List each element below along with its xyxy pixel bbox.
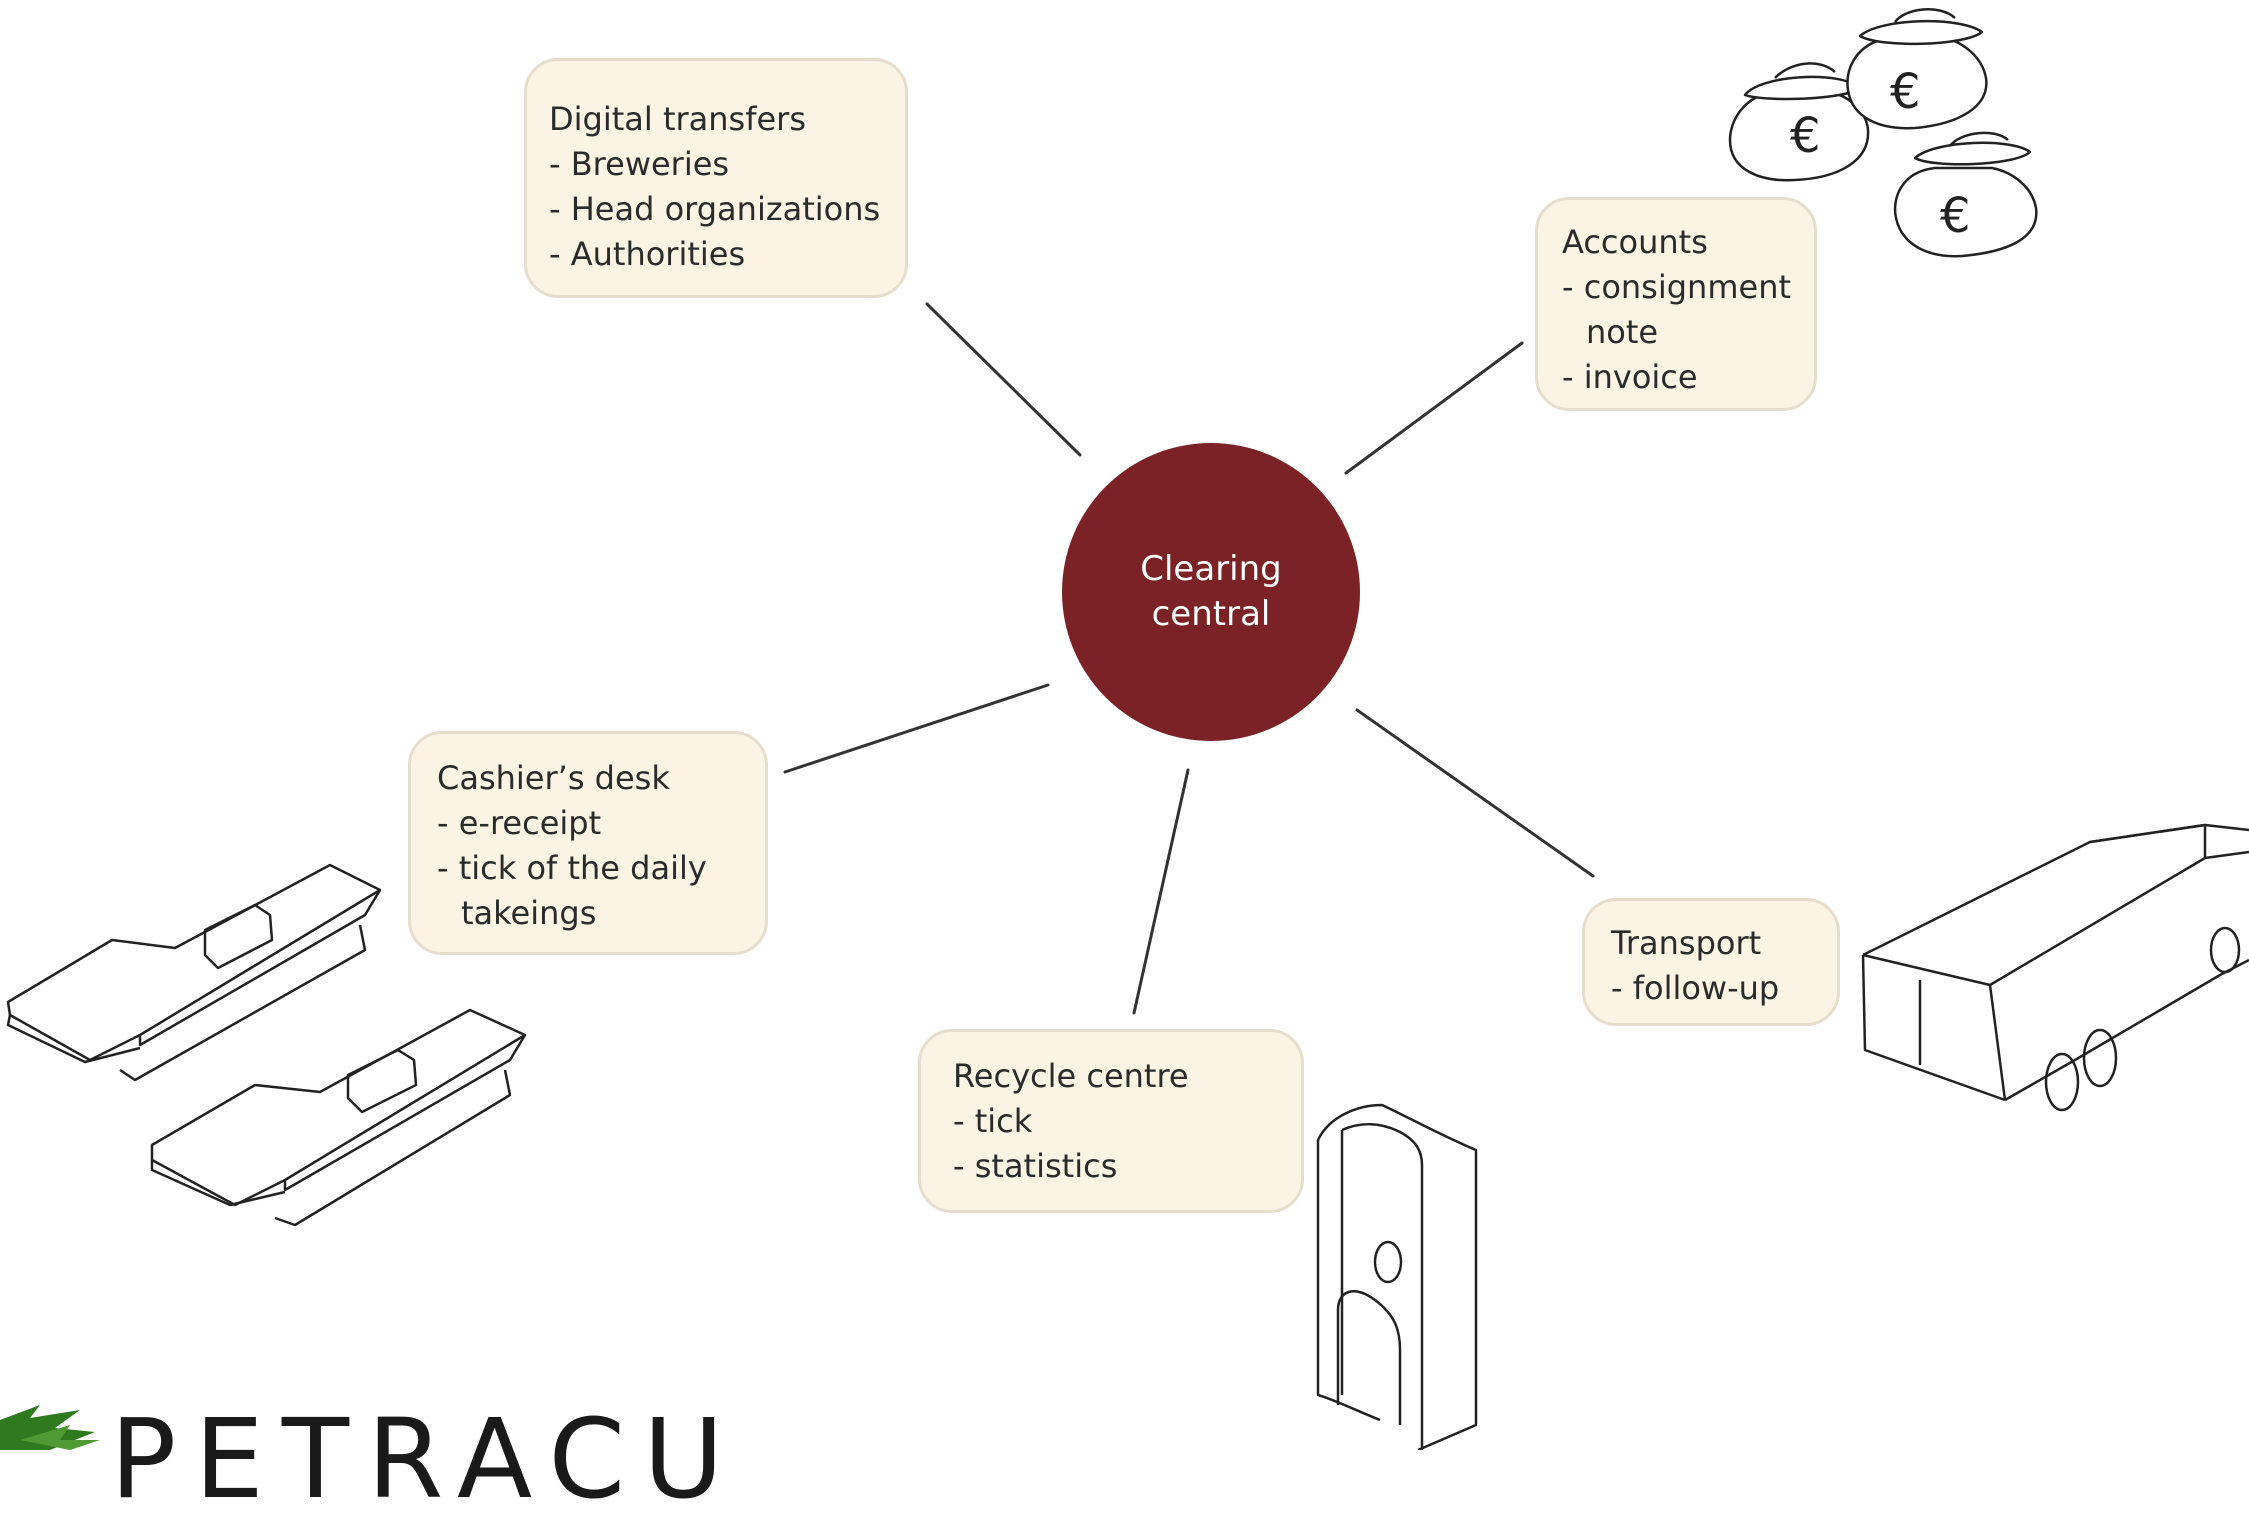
node-item: - Head organizations — [549, 190, 881, 228]
node-item: - follow-up — [1611, 969, 1780, 1007]
hub-label-line1: Clearing — [1140, 549, 1282, 589]
connector-cashier — [783, 683, 1050, 774]
node-item: - invoice — [1562, 358, 1698, 396]
logo-wordmark: PETRACU — [110, 1395, 742, 1523]
node-title: Digital transfers — [549, 100, 806, 138]
diagram-canvas: Digital transfers - Breweries - Head org… — [0, 8, 2249, 1514]
node-recycle-centre: Recycle centre - tick - statistics — [918, 1029, 1304, 1213]
node-transport: Transport - follow-up — [1582, 898, 1840, 1026]
connector-recycle — [1132, 768, 1190, 1015]
svg-text:€: € — [1790, 108, 1821, 164]
node-item: - Breweries — [549, 145, 730, 183]
svg-text:€: € — [1890, 64, 1921, 120]
svg-text:€: € — [1940, 188, 1971, 244]
node-item: - tick of the daily — [437, 849, 707, 887]
node-title: Accounts — [1562, 223, 1708, 261]
petracu-leaf-logo-icon — [0, 1405, 100, 1450]
node-title: Cashier’s desk — [437, 759, 670, 797]
node-item: - consignment — [1562, 268, 1792, 306]
connector-accounts — [1344, 341, 1524, 475]
node-item: takeings — [461, 894, 597, 932]
reverse-vending-machine-icon — [1316, 1103, 1478, 1450]
cash-register-trays-icon — [6, 863, 527, 1227]
node-item: - statistics — [953, 1147, 1118, 1185]
node-item: - tick — [953, 1102, 1033, 1140]
node-item: - e-receipt — [437, 804, 602, 842]
connector-transport — [1355, 708, 1595, 878]
truck-icon — [1861, 823, 2249, 1112]
clearing-central-hub: Clearing central — [1062, 443, 1360, 741]
node-cashiers-desk: Cashier’s desk - e-receipt - tick of the… — [408, 731, 768, 955]
hub-label-line2: central — [1151, 594, 1271, 634]
connector-lines — [783, 302, 1595, 1015]
node-title: Transport — [1611, 924, 1762, 962]
node-item: - Authorities — [549, 235, 746, 273]
node-digital-transfers: Digital transfers - Breweries - Head org… — [524, 58, 908, 298]
money-bags-euro-icon: € € € — [1728, 8, 2038, 258]
node-title: Recycle centre — [953, 1057, 1189, 1095]
connector-digital — [925, 302, 1082, 457]
node-accounts: Accounts - consignment note - invoice — [1535, 197, 1817, 411]
node-item: note — [1586, 313, 1659, 351]
